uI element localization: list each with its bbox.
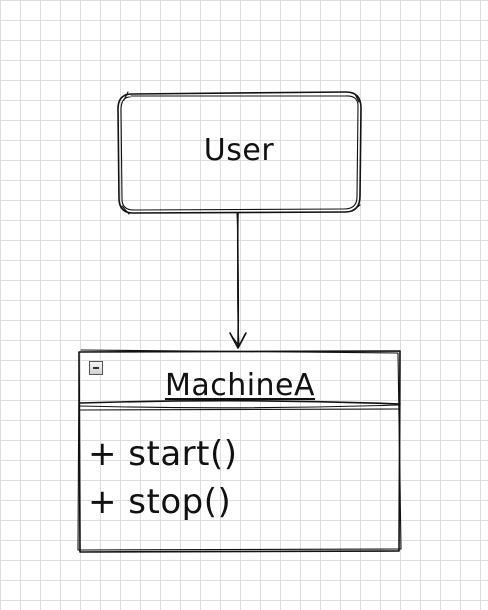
class-header-divider: [79, 399, 401, 405]
machine-class-title: MachineA: [164, 368, 316, 403]
minus-box-icon[interactable]: [89, 361, 103, 375]
machine-class-box[interactable]: [77, 349, 402, 553]
class-member-start: + start(): [88, 434, 238, 474]
user-node-box[interactable]: [117, 91, 362, 215]
user-node-label: User: [203, 133, 275, 168]
class-member-stop: + stop(): [88, 482, 232, 522]
edge-user-to-machine[interactable]: [229, 212, 247, 349]
